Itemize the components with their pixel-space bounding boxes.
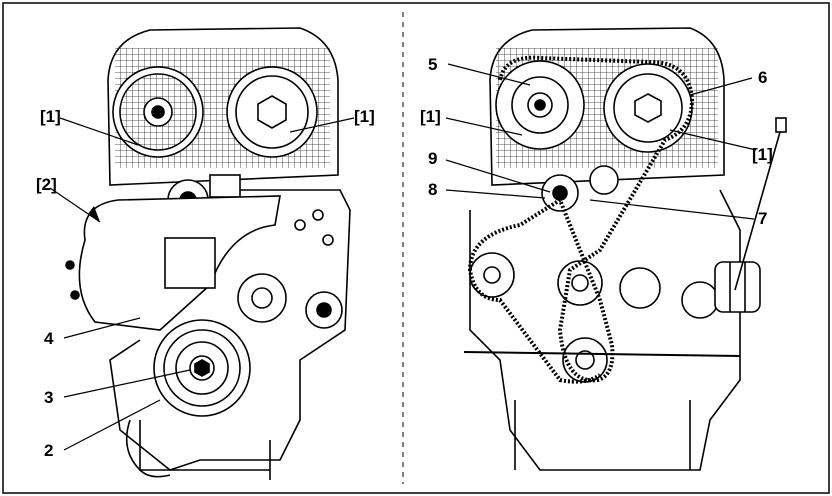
arrowhead-2 — [88, 206, 100, 222]
label-right-bracket-1a: [1] — [420, 107, 441, 126]
timing-belt — [467, 55, 695, 384]
label-bracket-2: [2] — [36, 175, 57, 194]
label-left-bracket-1b: [1] — [354, 107, 375, 126]
label-num-9: 9 — [428, 149, 437, 168]
label-num-4: 4 — [44, 329, 54, 348]
label-num-2: 2 — [44, 441, 53, 460]
label-left-bracket-1a: [1] — [40, 107, 61, 126]
label-num-7: 7 — [758, 209, 767, 228]
label-num-5: 5 — [428, 55, 437, 74]
left-leader-lines — [49, 117, 355, 451]
label-right-bracket-1b: [1] — [752, 145, 773, 164]
label-num-3: 3 — [44, 388, 53, 407]
right-engine-illustration — [469, 27, 787, 471]
left-engine-illustration — [65, 27, 351, 480]
label-num-6: 6 — [758, 68, 767, 87]
reference-line — [463, 351, 741, 357]
right-leader-lines — [445, 63, 757, 220]
label-num-8: 8 — [428, 180, 437, 199]
